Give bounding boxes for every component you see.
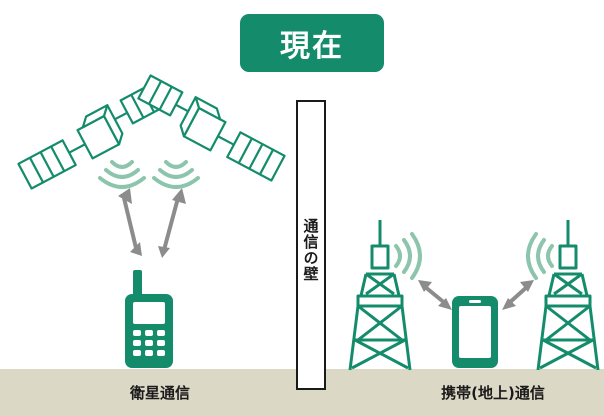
satellite-communication-label: 衛星通信 xyxy=(129,383,190,402)
bidirectional-arrow-icon-right xyxy=(158,188,186,258)
signal-waves-icon-right-sat xyxy=(152,160,200,189)
satellite-icon-left xyxy=(17,82,166,190)
wall-label: 通信の壁 xyxy=(301,218,320,282)
signal-waves-icon-left-sat xyxy=(98,160,146,189)
bidirectional-arrow-icon-tower-right xyxy=(502,280,534,310)
smartphone-icon xyxy=(452,296,498,368)
bidirectional-arrow-icon-left xyxy=(118,188,142,256)
title-badge: 現在 xyxy=(240,14,384,72)
signal-waves-icon-left-tower xyxy=(394,232,422,280)
communication-wall xyxy=(296,100,326,390)
cell-tower-icon-left xyxy=(348,220,412,371)
mobile-communication-label: 携帯(地上)通信 xyxy=(441,383,545,402)
cell-tower-icon-right xyxy=(536,220,600,371)
satellite-phone-icon xyxy=(125,270,173,368)
signal-waves-icon-right-tower xyxy=(526,232,554,280)
satellite-icon-right xyxy=(137,74,286,182)
bidirectional-arrow-icon-tower-left xyxy=(418,280,452,310)
